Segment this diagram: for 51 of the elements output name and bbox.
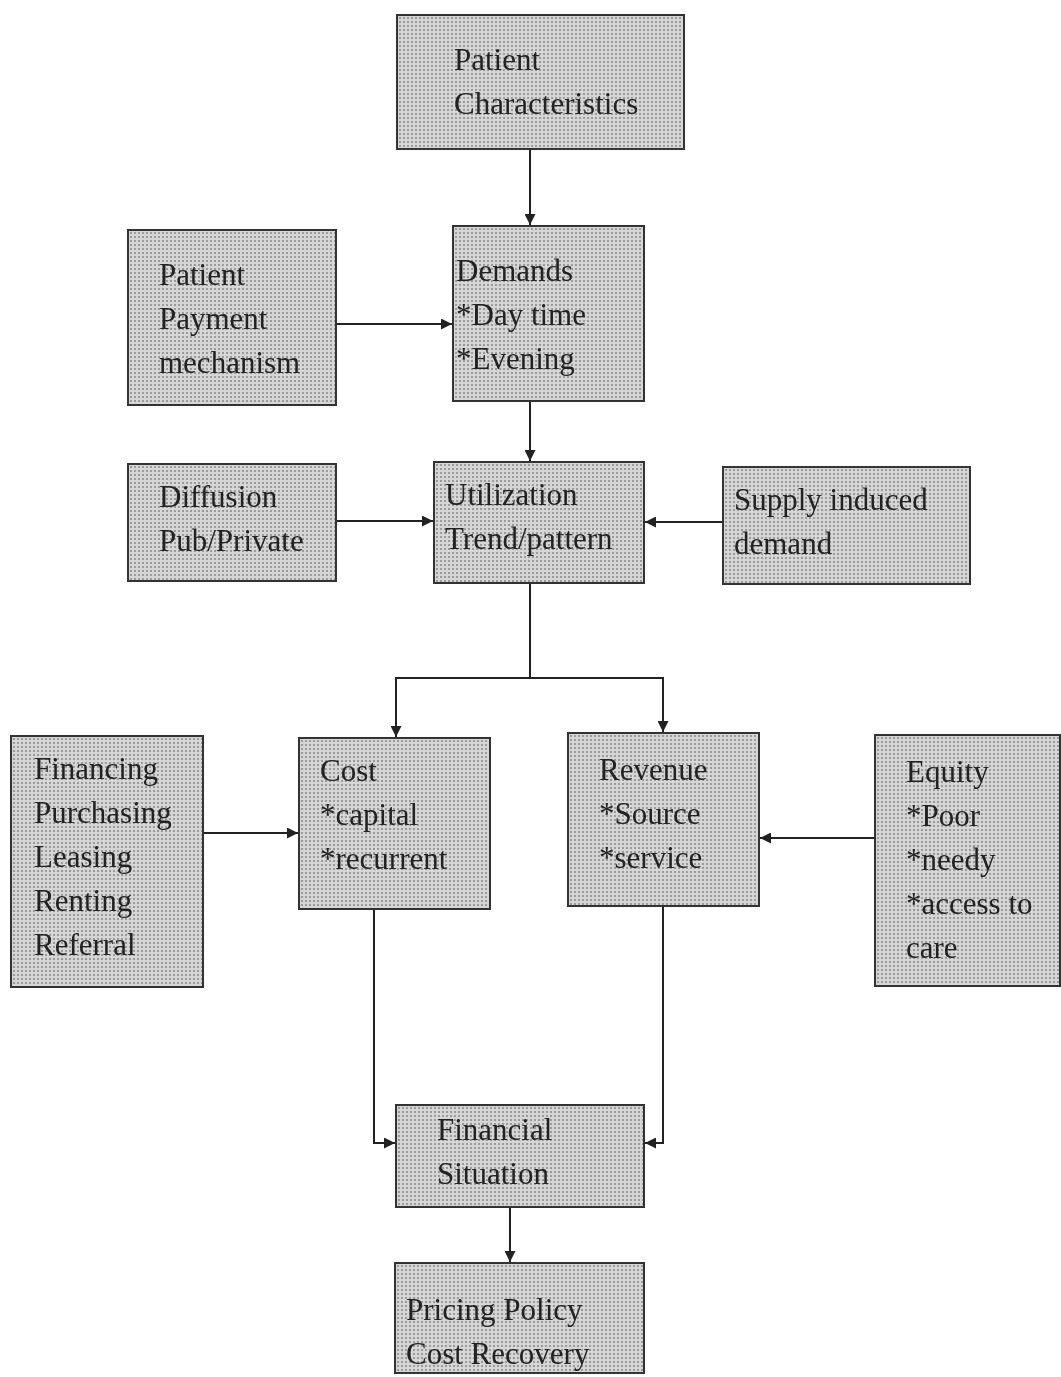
process-box	[396, 14, 685, 150]
box-text: *service	[599, 839, 704, 877]
box-text: Patient Characteristics	[454, 41, 640, 123]
box-text: Utilization	[445, 476, 579, 514]
arrow	[524, 401, 536, 462]
process-box	[394, 1262, 645, 1374]
box-text: *capital	[320, 796, 420, 834]
box-text: Diffusion	[159, 478, 279, 516]
box-text: *needy	[906, 841, 997, 879]
box-text: Patient Payment mechanism	[159, 256, 302, 382]
process-box	[722, 466, 971, 585]
process-box	[127, 463, 337, 582]
box-text: Referral	[34, 926, 137, 964]
box-text: Pricing Policy	[406, 1291, 584, 1329]
process-box	[567, 732, 760, 907]
arrow	[759, 832, 875, 844]
box-text: Renting	[34, 882, 134, 920]
box-text: Financial Situation	[437, 1111, 554, 1193]
process-box	[127, 229, 337, 406]
arrow	[373, 909, 396, 1149]
box-text: Purchasing	[34, 794, 173, 832]
box-text: Pub/Private	[159, 522, 305, 560]
box-text: *Day time	[456, 296, 587, 334]
arrow	[524, 149, 536, 226]
box-text: Financing	[34, 750, 159, 788]
box-text: Demands	[456, 252, 575, 290]
process-box	[433, 461, 645, 584]
process-box	[452, 225, 645, 402]
box-text: *Poor	[906, 797, 982, 835]
box-text: *Source	[599, 795, 702, 833]
box-text: *recurrent	[320, 840, 449, 878]
arrow	[644, 906, 664, 1149]
box-text: Equity	[906, 753, 990, 791]
arrow	[529, 583, 669, 733]
process-box	[10, 735, 204, 988]
box-text: Trend/pattern	[445, 520, 614, 558]
box-text: Supply induced demand	[734, 481, 929, 563]
box-text: Leasing	[34, 838, 134, 876]
box-text: Cost	[320, 752, 378, 790]
process-box	[395, 1104, 645, 1208]
box-text: Cost Recovery	[406, 1335, 591, 1373]
arrow	[504, 1207, 516, 1263]
arrow	[644, 516, 723, 528]
box-text: *access to care	[906, 885, 1034, 967]
box-text: Revenue	[599, 751, 709, 789]
box-text: *Evening	[456, 340, 576, 378]
process-box	[874, 734, 1061, 987]
arrow	[203, 827, 299, 839]
process-box	[298, 737, 491, 910]
arrow	[336, 515, 434, 527]
arrow	[336, 318, 453, 330]
